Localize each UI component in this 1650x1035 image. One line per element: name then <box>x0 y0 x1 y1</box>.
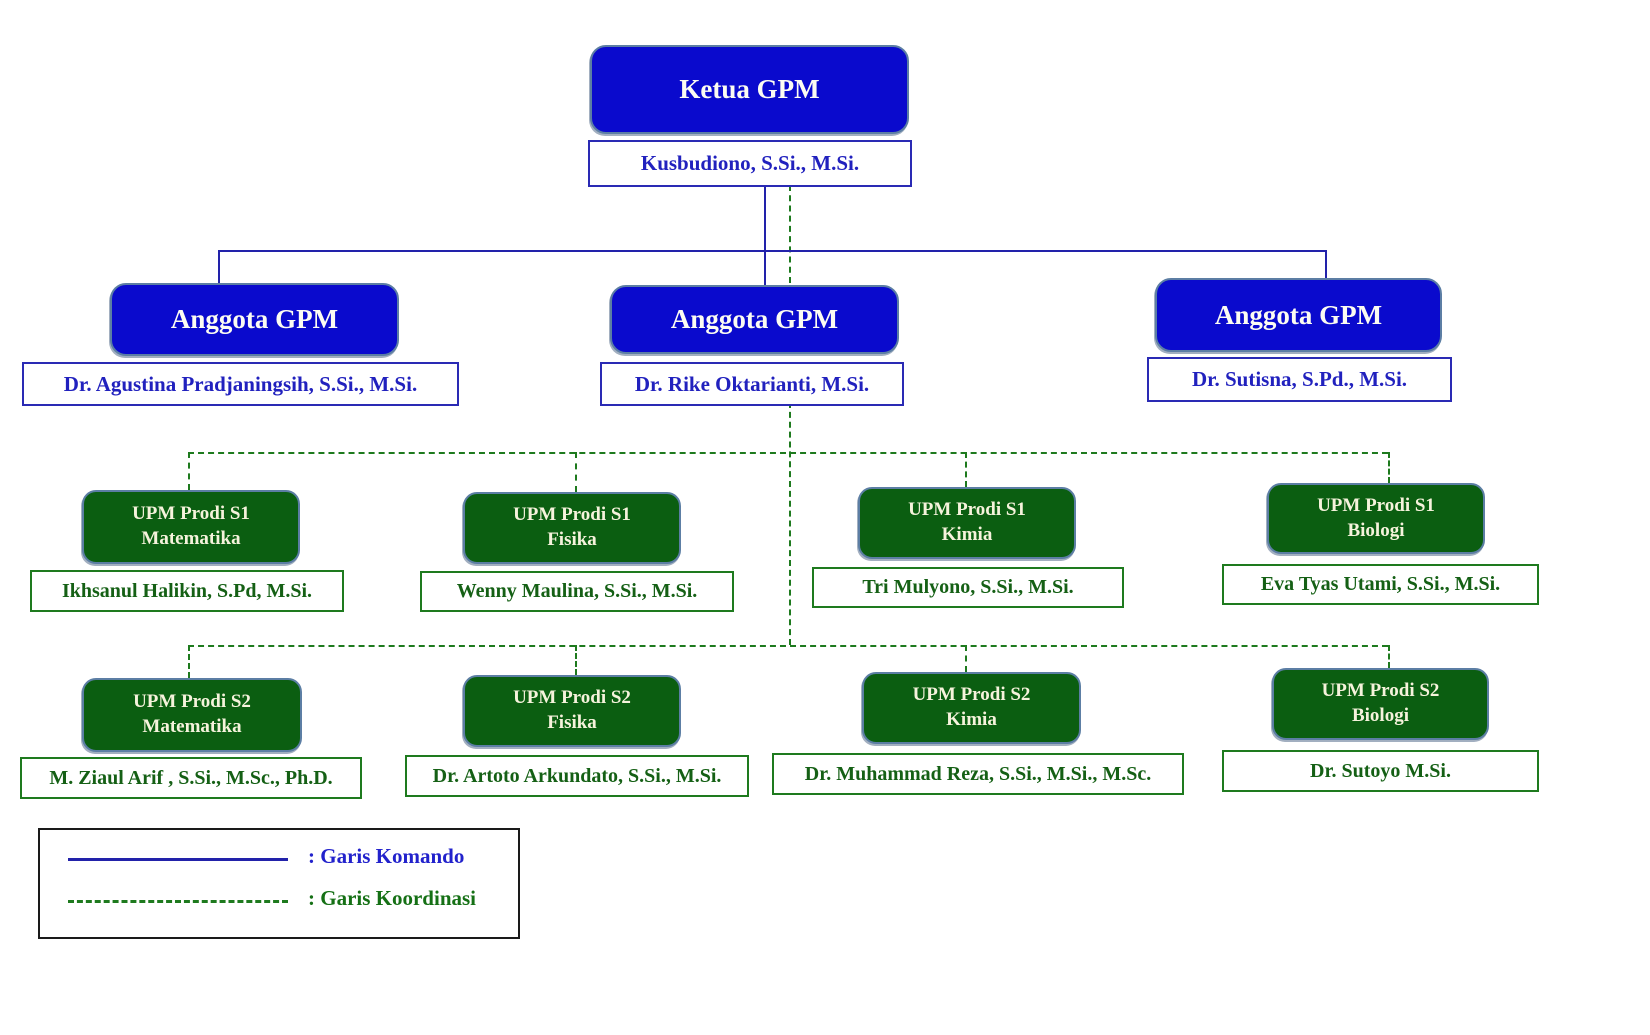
nameplate-ketua-gpm: Kusbudiono, S.Si., M.Si. <box>588 140 912 187</box>
upm-program-label: Fisika <box>547 712 597 733</box>
connector-s1-drop-biologi <box>1388 452 1390 483</box>
connector-s1-drop-kimia <box>965 452 967 487</box>
connector-s1-drop-matematika <box>188 452 190 490</box>
node-upm-s2-matematika: UPM Prodi S2 Matematika <box>82 678 302 752</box>
upm-unit-label: UPM Prodi S2 <box>513 687 631 709</box>
upm-program-label: Matematika <box>142 716 242 737</box>
nameplate-upm-s1-matematika: Ikhsanul Halikin, S.Pd, M.Si. <box>30 570 344 612</box>
upm-program-label: Fisika <box>547 529 597 550</box>
legend-box: : Garis Komando : Garis Koordinasi <box>38 828 520 939</box>
nameplate-anggota-gpm-1: Dr. Agustina Pradjaningsih, S.Si., M.Si. <box>22 362 459 406</box>
nameplate-upm-s1-biologi: Eva Tyas Utami, S.Si., M.Si. <box>1222 564 1539 605</box>
connector-coordination-center <box>789 402 791 645</box>
upm-program-label: Kimia <box>941 524 993 545</box>
connector-s1-drop-fisika <box>575 452 577 492</box>
connector-s2-drop-kimia <box>965 645 967 672</box>
nameplate-upm-s2-biologi: Dr. Sutoyo M.Si. <box>1222 750 1539 792</box>
nameplate-anggota-gpm-3: Dr. Sutisna, S.Pd., M.Si. <box>1147 357 1452 402</box>
node-ketua-gpm: Ketua GPM <box>590 45 909 134</box>
connector-s2-drop-biologi <box>1388 645 1390 668</box>
node-upm-s1-fisika: UPM Prodi S1 Fisika <box>463 492 681 564</box>
upm-unit-label: UPM Prodi S2 <box>133 691 251 713</box>
upm-unit-label: UPM Prodi S2 <box>912 684 1031 706</box>
upm-program-label: Biologi <box>1347 519 1405 541</box>
legend-koordinasi-label: : Garis Koordinasi <box>308 886 477 910</box>
connector-s2-horizontal <box>188 645 1388 647</box>
connector-member-left-drop <box>218 250 220 283</box>
upm-program-label: Biologi <box>1351 705 1409 726</box>
connector-s1-horizontal <box>188 452 1388 454</box>
upm-program-label: Matematika <box>141 528 241 549</box>
connector-member-right-drop <box>1325 250 1327 278</box>
node-anggota-gpm-2: Anggota GPM <box>610 285 899 354</box>
node-upm-s1-kimia: UPM Prodi S1 Kimia <box>858 487 1076 559</box>
upm-program-label: Kimia <box>946 709 997 730</box>
upm-unit-label: UPM Prodi S1 <box>1317 494 1435 516</box>
nameplate-upm-s1-kimia: Tri Mulyono, S.Si., M.Si. <box>812 567 1124 608</box>
nameplate-anggota-gpm-2: Dr. Rike Oktarianti, M.Si. <box>600 362 904 406</box>
upm-unit-label: UPM Prodi S1 <box>908 499 1026 521</box>
nameplate-upm-s2-fisika: Dr. Artoto Arkundato, S.Si., M.Si. <box>405 755 749 797</box>
node-anggota-gpm-3: Anggota GPM <box>1155 278 1442 352</box>
nameplate-upm-s2-matematika: M. Ziaul Arif , S.Si., M.Sc., Ph.D. <box>20 757 362 799</box>
connector-s2-drop-matematika <box>188 645 190 678</box>
node-upm-s1-biologi: UPM Prodi S1 Biologi <box>1267 483 1485 554</box>
legend-komando-line <box>68 858 288 861</box>
node-upm-s2-biologi: UPM Prodi S2 Biologi <box>1272 668 1489 740</box>
upm-unit-label: UPM Prodi S1 <box>513 504 631 526</box>
connector-members-horizontal <box>218 250 1326 252</box>
upm-unit-label: UPM Prodi S2 <box>1321 680 1440 702</box>
connector-root-vertical-coordination <box>789 185 791 283</box>
node-upm-s2-fisika: UPM Prodi S2 Fisika <box>463 675 681 747</box>
node-anggota-gpm-1: Anggota GPM <box>110 283 399 356</box>
upm-unit-label: UPM Prodi S1 <box>132 503 250 525</box>
connector-root-vertical <box>764 183 766 285</box>
legend-koordinasi-line <box>68 900 288 903</box>
node-upm-s2-kimia: UPM Prodi S2 Kimia <box>862 672 1081 744</box>
legend-komando-label: : Garis Komando <box>308 844 465 868</box>
connector-s2-drop-fisika <box>575 645 577 675</box>
nameplate-upm-s1-fisika: Wenny Maulina, S.Si., M.Si. <box>420 571 734 612</box>
nameplate-upm-s2-kimia: Dr. Muhammad Reza, S.Si., M.Si., M.Sc. <box>772 753 1184 795</box>
node-upm-s1-matematika: UPM Prodi S1 Matematika <box>82 490 300 564</box>
